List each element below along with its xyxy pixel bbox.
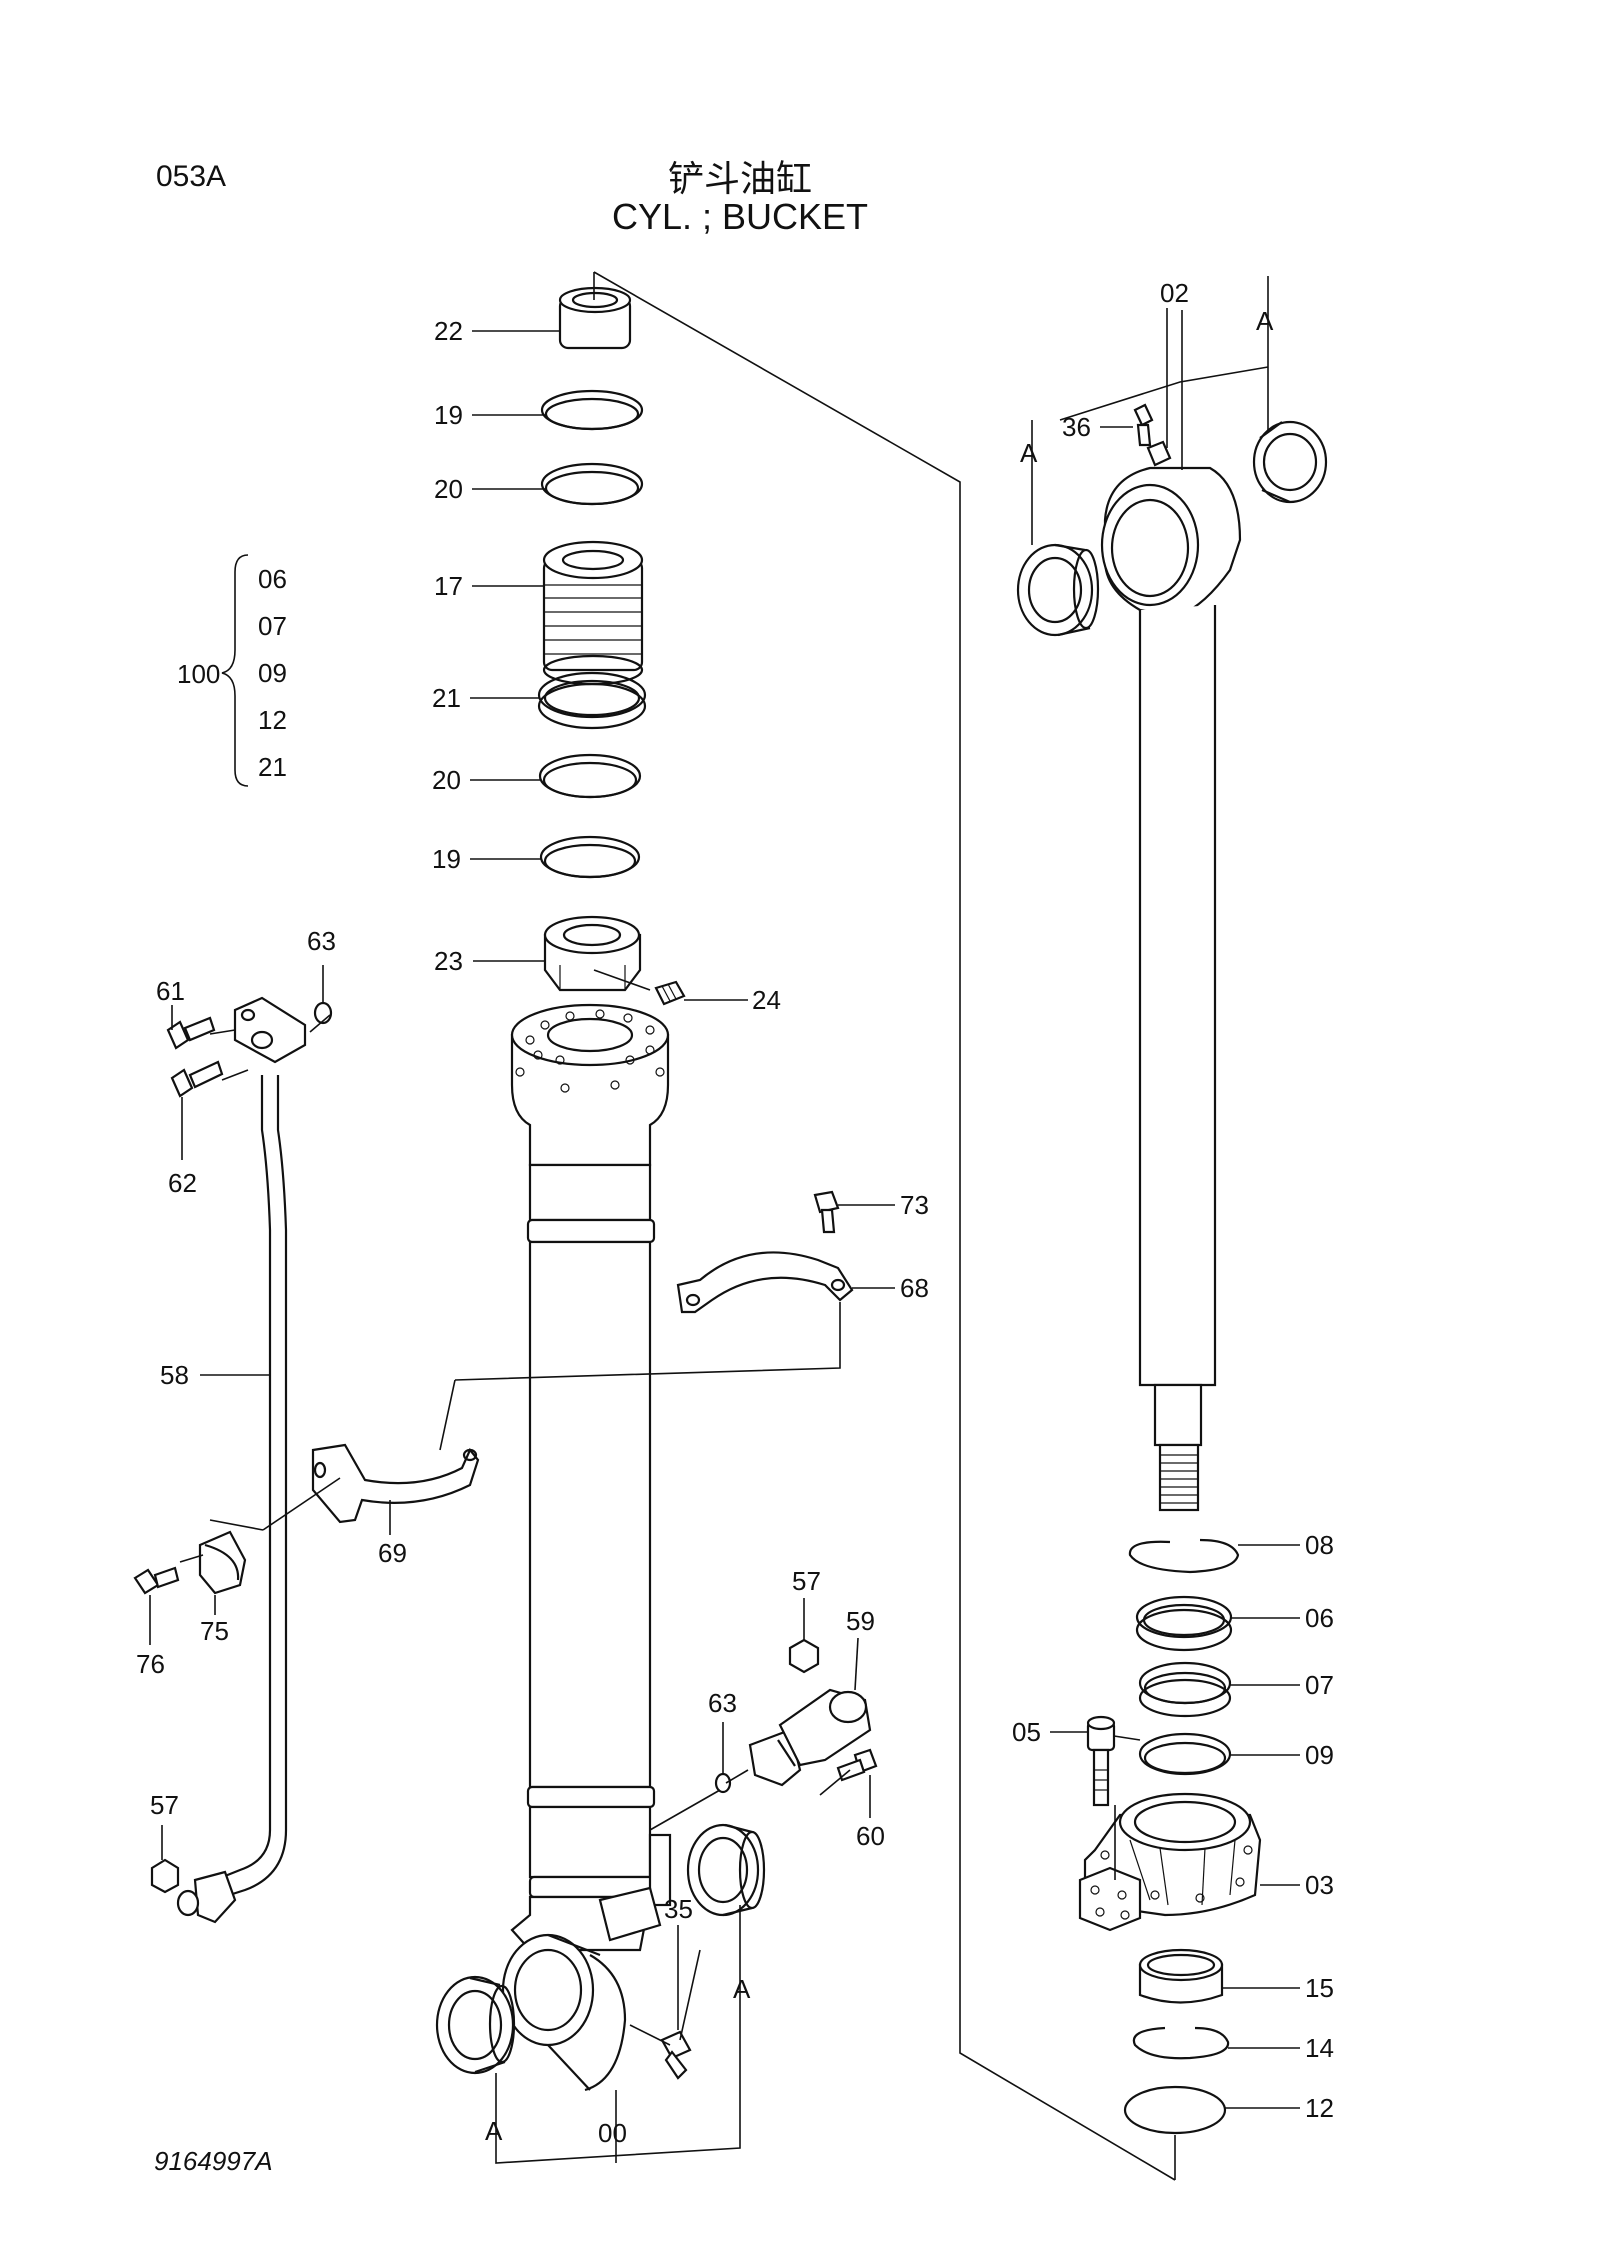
part-63-o-ring-lower [714,1772,732,1794]
callout-03: 03 [1305,1870,1334,1900]
callout-69: 69 [378,1538,407,1568]
part-58-pipe-assembly [150,996,333,1924]
callout-20: 20 [432,765,461,795]
callout-08: 08 [1305,1530,1334,1560]
callout-a: A [1020,438,1038,468]
part-73-bolt [813,1190,840,1234]
kit-item: 06 [258,564,287,594]
cylinder-tube-eye [501,1933,627,2092]
callout-07: 07 [1305,1670,1334,1700]
document-number: 9164997A [154,2146,273,2176]
part-24-set-screw [654,980,686,1006]
pin-bushing-right [686,1823,766,1917]
callout-a: A [1256,306,1274,336]
kit-bracket [221,554,249,787]
cylinder-tube-body [510,1163,672,1952]
callout-19: 19 [432,844,461,874]
assembly-guide-lines [179,271,1269,2181]
callout-21: 21 [432,683,461,713]
part-36-grease-fitting [1133,403,1172,467]
rod-pin-bushing-right [1252,420,1328,504]
callout-73: 73 [900,1190,929,1220]
kit-item: 07 [258,611,287,641]
part-23-nut [543,915,642,992]
kit-item: 12 [258,705,287,735]
part-57-nut-right [788,1638,820,1674]
callout-20: 20 [434,474,463,504]
pipe-elbow [176,1870,237,1924]
part-68-clamp [676,1251,854,1314]
callout-00: 00 [598,2118,627,2148]
callout-63: 63 [307,926,336,956]
callout-15: 15 [1305,1973,1334,2003]
callout-17: 17 [434,571,463,601]
part-02-piston-rod [1100,466,1242,1512]
callout-59: 59 [846,1606,875,1636]
part-35-grease-fitting [660,2030,692,2080]
callout-57: 57 [792,1566,821,1596]
part-12-o-ring [1123,2085,1227,2135]
part-57-nut-left [150,1858,180,1894]
part-03-rod-cover [1078,1792,1262,1932]
bucket-cylinder-tube-assembly [435,286,766,2092]
rod-pin-bushing-left [1016,543,1100,637]
callout-09: 09 [1305,1740,1334,1770]
part-callouts: 22 19 20 17 21 20 19 23 24 63 61 62 58 6… [136,278,1334,2148]
part-07-ring [1138,1661,1232,1718]
part-76-bolt [133,1566,180,1595]
part-09-ring [1138,1732,1232,1776]
callout-a: A [733,1974,751,2004]
callout-35: 35 [664,1894,693,1924]
part-75-bracket [198,1530,247,1595]
part-62-bolt [170,1060,224,1098]
bucket-cylinder-rod-assembly [1016,403,1328,2135]
callout-06: 06 [1305,1603,1334,1633]
callout-23: 23 [434,946,463,976]
callout-63: 63 [708,1688,737,1718]
callout-14: 14 [1305,2033,1334,2063]
pin-bushing-left [435,1975,516,2075]
title-english: CYL. ; BUCKET [611,196,869,237]
callout-76: 76 [136,1649,165,1679]
part-05-socket-bolt [1086,1715,1116,1807]
callout-58: 58 [160,1360,189,1390]
title-chinese: 铲斗油缸 [667,159,812,200]
callout-68: 68 [900,1273,929,1303]
callout-36: 36 [1062,412,1091,442]
callout-02: 02 [1160,278,1189,308]
part-59-pipe-fitting [748,1688,872,1787]
part-08-snap-ring [1128,1538,1240,1574]
part-17-piston [542,540,644,686]
diagram-code: 053A [156,160,227,193]
part-69-clamp [311,1443,480,1524]
callout-a: A [485,2116,503,2146]
part-61-bolt [166,1016,216,1050]
callout-62: 62 [168,1168,197,1198]
kit-item: 09 [258,658,287,688]
part-00-cylinder-head [510,1003,670,1167]
callout-22: 22 [434,316,463,346]
kit-item: 21 [258,752,287,782]
callout-60: 60 [856,1821,885,1851]
callout-75: 75 [200,1616,229,1646]
part-15-bushing [1138,1948,1224,2004]
part-22-bushing [558,286,632,350]
kit-label: 100 [177,659,220,689]
leader-lines [149,308,1300,2109]
callout-61: 61 [156,976,185,1006]
pipe-flange [233,996,307,1064]
part-14-snap-ring [1132,2026,1230,2060]
callout-19: 19 [434,400,463,430]
callout-24: 24 [752,985,781,1015]
callout-57: 57 [150,1790,179,1820]
callout-05: 05 [1012,1717,1041,1747]
callout-12: 12 [1305,2093,1334,2123]
part-06-seal [1135,1595,1233,1652]
part-21-seal-ring [537,671,647,730]
